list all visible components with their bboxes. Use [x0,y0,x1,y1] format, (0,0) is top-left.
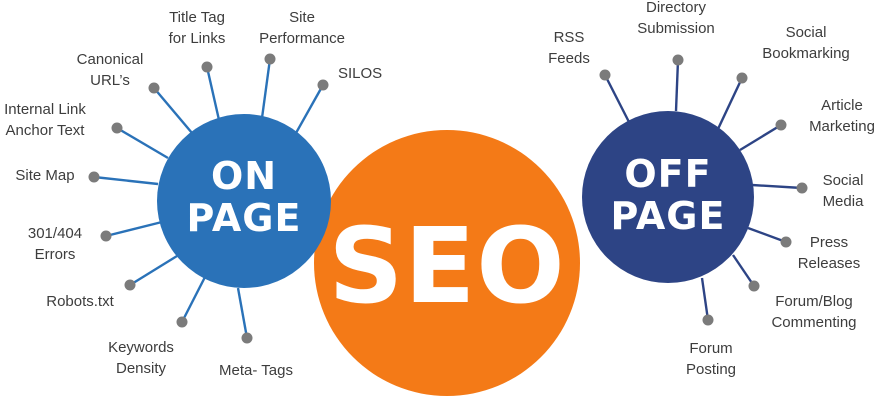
on-page-title-line1: ON [211,154,277,198]
on-page-spoke-dot-1 [264,53,276,65]
on-page-spoke-dot-0 [201,61,213,73]
off-page-spoke-7 [700,277,710,321]
off-page-item-label-6-line-1: Commenting [771,314,856,331]
on-page-spoke-4 [116,126,169,160]
on-page-spoke-1 [260,58,272,119]
off-page-spoke-2 [716,77,744,130]
on-page-item-label-5-line-0: Site Map [15,167,74,184]
off-page-item-label-5-line-1: Releases [798,255,861,272]
on-page-spoke-dot-9 [241,332,253,344]
on-page-spoke-7 [129,254,178,287]
on-page-item-label-1-line-0: Site [289,9,315,26]
on-page-item-label-4-line-0: Internal Link [4,101,86,118]
off-page-item-label-1: RSS Feeds [548,29,590,67]
off-page-spoke-dot-3 [775,119,787,131]
on-page-spoke-2 [153,87,193,134]
on-page-item-label-5: Site Map [15,167,74,184]
on-page-item-label-3-line-0: SILOS [338,65,382,82]
on-page-item-label-8-line-0: Keywords [108,339,174,356]
off-page-spoke-3 [739,123,782,152]
off-page-item-label-0-line-1: Submission [637,20,715,37]
off-page-hub-circle [582,111,754,283]
on-page-item-label-3: SILOS [338,65,382,82]
off-page-item-label-7-line-0: Forum [689,340,732,357]
off-page-spoke-dot-7 [702,314,714,326]
on-page-spoke-dot-3 [317,79,329,91]
off-page-item-label-4-line-0: Social [823,172,864,189]
on-page-item-label-1-line-1: Performance [259,30,345,47]
off-page-spoke-5 [747,226,787,244]
off-page-spoke-dot-1 [599,69,611,81]
on-page-item-label-9: Meta- Tags [219,362,293,379]
off-page-spoke-1 [603,74,632,125]
on-page-spoke-5 [93,175,159,186]
on-page-item-label-0-line-1: for Links [169,30,226,47]
on-page-item-label-8-line-1: Density [116,360,167,377]
off-page-item-label-1-line-1: Feeds [548,50,590,67]
off-page-item-label-3-line-0: Article [821,97,863,114]
on-page-spoke-dot-7 [124,279,136,291]
on-page-item-label-6-line-0: 301/404 [28,225,82,242]
on-page-title-line2: PAGE [187,196,302,240]
on-page-spoke-8 [180,276,207,323]
on-page-spoke-9 [236,287,249,339]
off-page-item-label-1-line-0: RSS [554,29,585,46]
on-page-spoke-dot-6 [100,230,112,242]
off-page-spoke-dot-2 [736,72,748,84]
off-page-title-line2: PAGE [611,194,726,238]
off-page-spoke-dot-5 [780,236,792,248]
off-page-item-label-2-line-0: Social [786,24,827,41]
on-page-spoke-0 [205,66,221,121]
spokes-layer [88,53,808,344]
off-page-spoke-6 [732,254,755,287]
off-page-item-label-0-line-0: Directory [646,0,707,16]
on-page-item-label-4-line-1: Anchor Text [6,122,86,139]
off-page-spoke-dot-0 [672,54,684,66]
on-page-item-label-6-line-1: Errors [35,246,76,263]
on-page-spoke-dot-5 [88,171,100,183]
on-page-item-label-2-line-0: Canonical [77,51,144,68]
seo-hub-title: SEO [328,205,565,327]
on-page-item-label-0-line-0: Title Tag [169,9,225,26]
on-page-item-label-2-line-1: URL’s [90,72,130,89]
off-page-spoke-dot-6 [748,280,760,292]
on-page-spoke-dot-2 [148,82,160,94]
off-page-spoke-4 [751,183,803,190]
off-page-item-label-3-line-1: Marketing [809,118,875,135]
on-page-spoke-dot-4 [111,122,123,134]
on-page-spoke-3 [294,84,325,134]
off-page-item-label-6-line-0: Forum/Blog [775,293,853,310]
off-page-item-label-5-line-0: Press [810,234,848,251]
off-page-spoke-0 [674,59,680,112]
on-page-item-label-7: Robots.txt [46,293,114,310]
off-page-spoke-dot-4 [796,182,808,194]
on-page-item-label-9-line-0: Meta- Tags [219,362,293,379]
off-page-title-line1: OFF [624,152,711,196]
off-page-item-label-7-line-1: Posting [686,361,736,378]
on-page-hub-circle [157,114,331,288]
off-page-item-label-4-line-1: Media [823,193,865,210]
seo-hub-circle [314,130,580,396]
on-page-item-label-0: Title Tag for Links [169,9,226,47]
on-page-item-label-7-line-0: Robots.txt [46,293,114,310]
on-page-spoke-dot-8 [176,316,188,328]
on-page-spoke-6 [105,220,163,238]
off-page-item-label-2-line-1: Bookmarking [762,45,850,62]
